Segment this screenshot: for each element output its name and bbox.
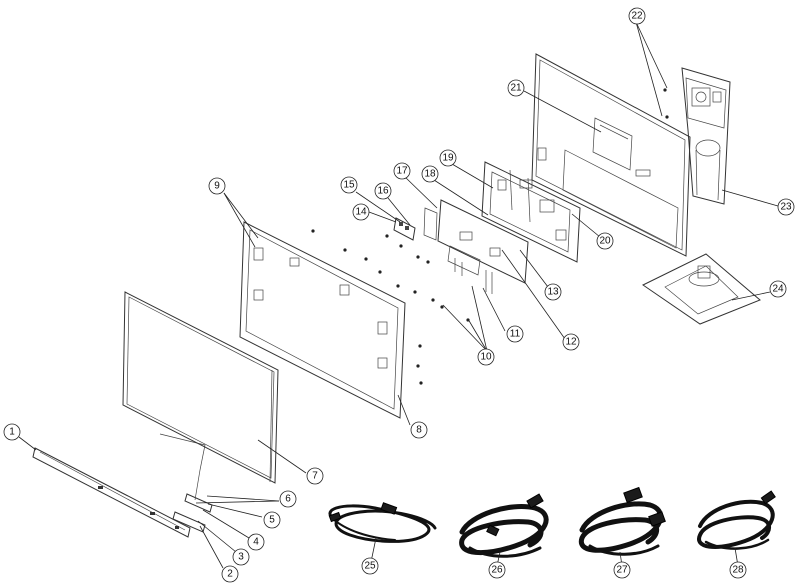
callout-label: 19 xyxy=(442,153,454,164)
callout: 27 xyxy=(613,561,631,579)
callout: 12 xyxy=(562,333,580,351)
part-stand-neck xyxy=(681,67,731,205)
callout-label: 18 xyxy=(424,169,436,180)
part-keypad-board xyxy=(393,207,438,241)
callout: 4 xyxy=(247,533,265,551)
callout-label: 4 xyxy=(253,537,259,548)
part-usb-cable xyxy=(697,490,776,550)
part-hdmi-cable xyxy=(459,493,549,558)
callout: 21 xyxy=(507,79,525,97)
callout-label: 9 xyxy=(214,181,220,192)
callout-label: 15 xyxy=(343,180,355,191)
callout: 17 xyxy=(393,162,411,180)
part-main-board xyxy=(437,199,529,294)
callout: 24 xyxy=(769,280,787,298)
callout-label: 7 xyxy=(312,471,318,482)
callout-label: 5 xyxy=(269,515,275,526)
callout: 9 xyxy=(208,177,226,195)
callout: 5 xyxy=(263,511,281,529)
callout-label: 21 xyxy=(510,83,522,94)
part-chassis-bracket xyxy=(481,161,581,263)
callout-label: 25 xyxy=(364,561,376,572)
callout: 8 xyxy=(410,421,428,439)
callout-label: 27 xyxy=(616,565,628,576)
callout: 16 xyxy=(374,182,392,200)
callout-label: 20 xyxy=(599,236,611,247)
callout: 28 xyxy=(729,561,747,579)
callout-label: 6 xyxy=(285,494,291,505)
part-light-bar xyxy=(32,447,191,538)
callout-label: 10 xyxy=(480,352,492,363)
part-dp-cable xyxy=(578,486,666,556)
callout: 20 xyxy=(596,232,614,250)
callout: 13 xyxy=(544,283,562,301)
callout-label: 14 xyxy=(355,207,367,218)
callout-label: 11 xyxy=(510,329,521,340)
callout-label: 3 xyxy=(238,552,244,563)
callout-label: 22 xyxy=(631,11,643,22)
callout: 6 xyxy=(279,490,297,508)
callout-label: 28 xyxy=(732,565,744,576)
callout-label: 23 xyxy=(780,202,792,213)
callout: 18 xyxy=(421,165,439,183)
screws xyxy=(311,88,669,385)
callout: 14 xyxy=(352,203,370,221)
part-stand-base xyxy=(642,253,761,325)
part-lcd-panel xyxy=(122,291,279,484)
callout-label: 17 xyxy=(396,166,408,177)
callout: 10 xyxy=(477,348,495,366)
part-middle-frame xyxy=(239,221,406,419)
callout-label: 24 xyxy=(772,284,784,295)
part-rear-cover xyxy=(531,53,691,257)
callout: 25 xyxy=(361,557,379,575)
callout: 23 xyxy=(777,198,795,216)
leader-lines xyxy=(18,21,779,569)
callout: 3 xyxy=(232,548,250,566)
callout: 11 xyxy=(506,325,524,343)
callout: 26 xyxy=(488,561,506,579)
callout: 15 xyxy=(340,176,358,194)
callout-label: 1 xyxy=(9,427,15,438)
callout-label: 13 xyxy=(547,287,559,298)
part-power-cable xyxy=(328,502,437,543)
callout-label: 8 xyxy=(416,425,422,436)
callout: 1 xyxy=(3,423,21,441)
callout-label: 16 xyxy=(377,186,389,197)
callout-label: 2 xyxy=(227,569,233,580)
callout-label: 12 xyxy=(565,337,577,348)
callout-label: 26 xyxy=(491,565,503,576)
callout: 7 xyxy=(306,467,324,485)
callout: 2 xyxy=(221,565,239,583)
part-small-boards xyxy=(159,433,213,533)
callout: 22 xyxy=(628,7,646,25)
callout: 19 xyxy=(439,149,457,167)
